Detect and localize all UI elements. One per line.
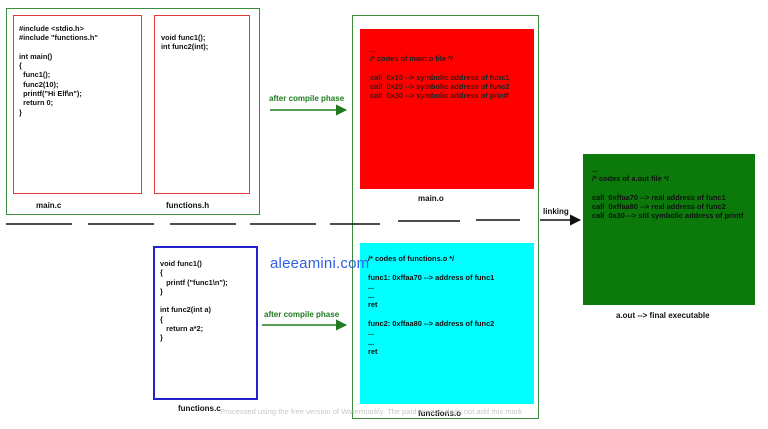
main-c-label: main.c <box>36 201 62 210</box>
main-o-box <box>360 29 534 189</box>
a-out-code: ... /* codes of a.out file */ call 0xffa… <box>592 165 744 221</box>
main-o-label: main.o <box>418 194 444 203</box>
linking-label: linking <box>543 207 569 216</box>
functions-c-label: functions.c <box>178 404 221 413</box>
source-group-frame <box>6 8 260 215</box>
main-c-code: #include <stdio.h> #include "functions.h… <box>19 24 98 117</box>
tool-watermark: Processed using the free version of Wate… <box>220 407 525 416</box>
functions-h-code: void func1(); int func2(int); <box>161 33 209 52</box>
object-group-frame <box>352 15 539 419</box>
main-o-code: ... /* codes of main.o file */ call 0x10… <box>370 45 510 101</box>
compile-label-top: after compile phase <box>269 94 345 103</box>
functions-c-code: void func1() { printf ("func1\n"); } int… <box>160 259 228 343</box>
functions-o-box <box>360 243 534 404</box>
functions-h-box <box>154 15 250 194</box>
compile-label-bottom: after compile phase <box>264 310 340 319</box>
main-c-box <box>13 15 142 194</box>
a-out-box <box>583 154 755 305</box>
functions-c-box <box>153 246 258 400</box>
functions-h-label: functions.h <box>166 201 210 210</box>
section-separator <box>6 219 520 225</box>
a-out-label: a.out --> final executable <box>616 311 710 320</box>
functions-o-code: /* codes of functions.o */ func1: 0xffaa… <box>368 254 495 356</box>
site-watermark: aleeamini.com <box>270 255 370 272</box>
functions-o-label: functions.o <box>418 409 462 418</box>
